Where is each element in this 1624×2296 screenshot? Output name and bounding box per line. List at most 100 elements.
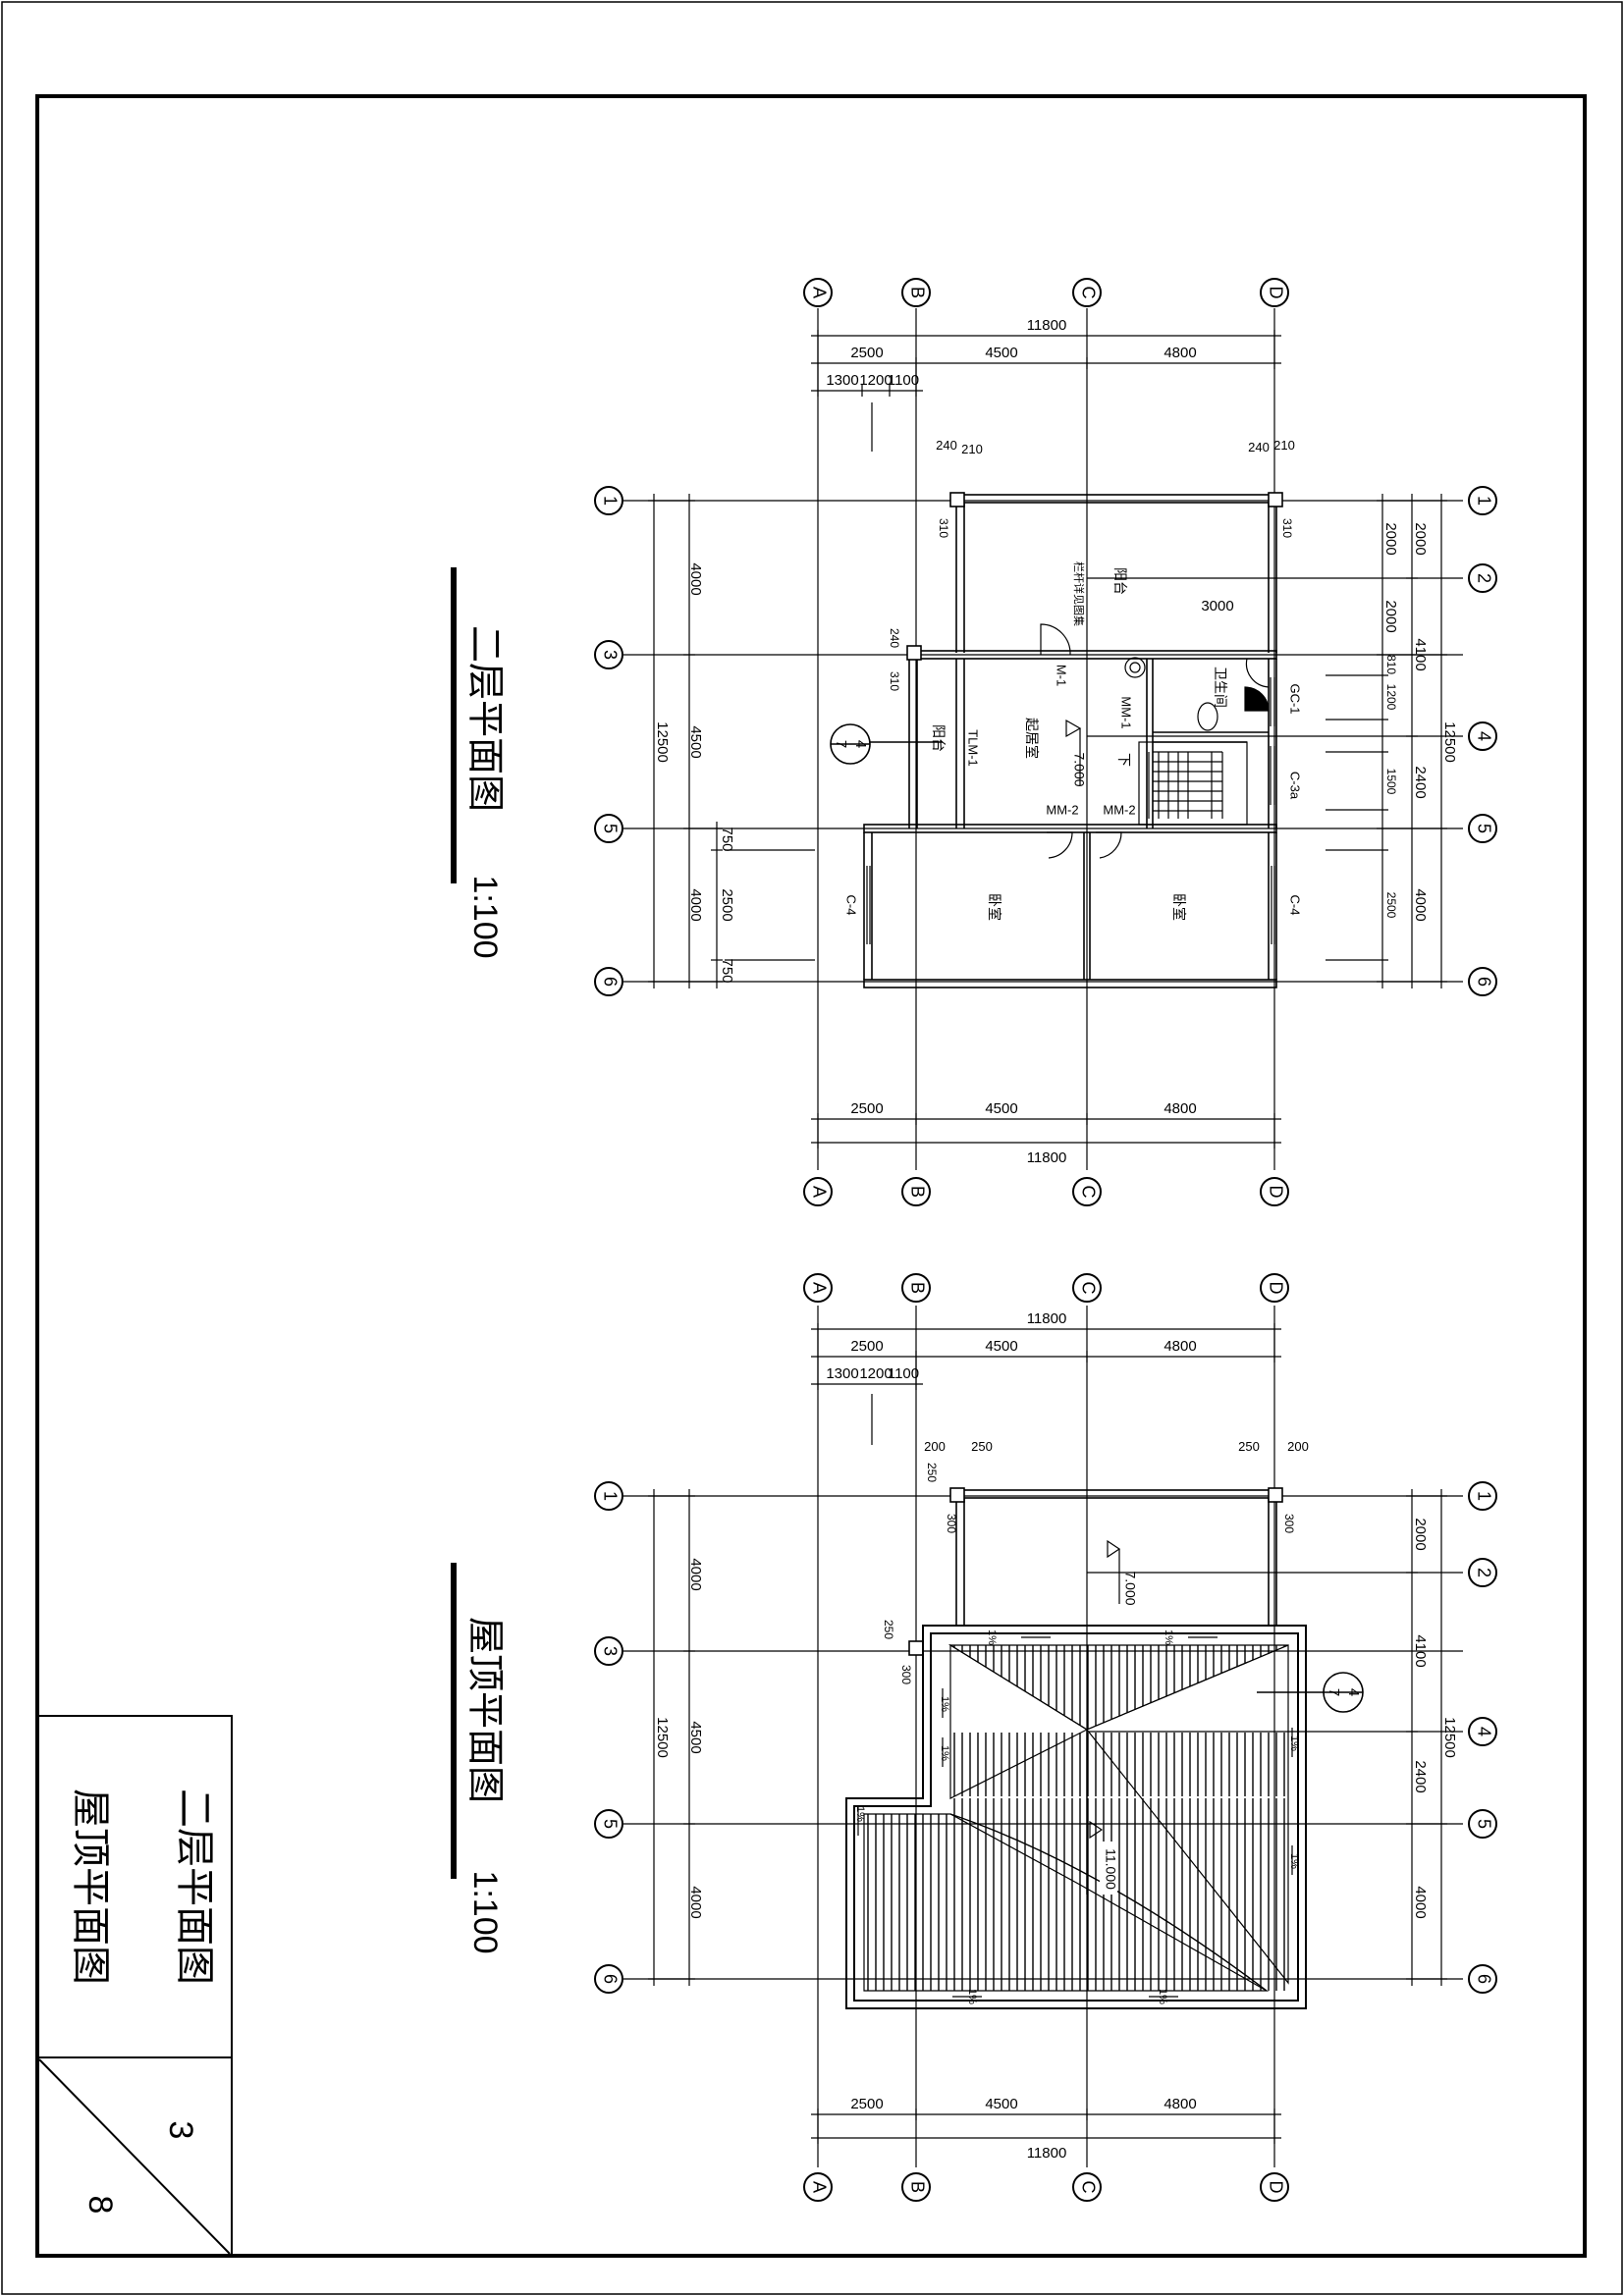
sheet-total: 8 (81, 2196, 119, 2215)
svg-text:4000: 4000 (687, 1886, 704, 1918)
svg-text:3: 3 (600, 1646, 620, 1656)
floor2-detail-callout (830, 723, 943, 765)
floor2-grid-bubbles (594, 278, 1497, 1206)
svg-text:11800: 11800 (1027, 2145, 1067, 2162)
svg-text:1200: 1200 (859, 1365, 892, 1382)
svg-text:D: D (1266, 287, 1285, 299)
svg-text:1300: 1300 (826, 1365, 858, 1382)
svg-text:2400: 2400 (1412, 766, 1429, 798)
room-living: 起居室 (1023, 718, 1040, 759)
svg-text:2500: 2500 (850, 345, 883, 361)
drawing-frame (35, 94, 1587, 2258)
svg-text:1%: 1% (854, 1806, 866, 1822)
svg-text:12500: 12500 (1441, 721, 1458, 763)
svg-text:MM-2: MM-2 (1103, 802, 1135, 817)
svg-text:2500: 2500 (850, 1100, 883, 1117)
plan-title-roof: 屋顶平面图 1:100 (451, 1563, 508, 1954)
svg-text:2000: 2000 (1412, 1518, 1429, 1550)
title-block: 二层平面图 屋顶平面图 3 8 (36, 1715, 233, 2257)
svg-text:11800: 11800 (1027, 1149, 1067, 1166)
svg-text:300: 300 (899, 1665, 913, 1684)
scale-roof: 1:100 (466, 1870, 504, 1953)
svg-text:D: D (1266, 1282, 1285, 1295)
svg-text:240: 240 (888, 628, 901, 648)
svg-text:12500: 12500 (1441, 1717, 1458, 1758)
svg-text:7: 7 (833, 740, 849, 748)
floor2-elevation: 7.000 (1071, 752, 1087, 786)
svg-text:2000: 2000 (1382, 600, 1399, 632)
svg-text:1200: 1200 (1384, 684, 1398, 711)
svg-text:4100: 4100 (1412, 638, 1429, 670)
svg-text:240: 240 (936, 438, 957, 453)
svg-text:4500: 4500 (985, 1100, 1017, 1117)
svg-text:4: 4 (1345, 1688, 1362, 1696)
svg-text:2000: 2000 (1382, 522, 1399, 555)
svg-text:2000: 2000 (1412, 522, 1429, 555)
svg-text:4800: 4800 (1164, 345, 1196, 361)
svg-text:1%: 1% (966, 1989, 978, 2004)
svg-text:310: 310 (888, 671, 901, 691)
svg-text:A: A (809, 1186, 829, 1198)
svg-text:C-4: C-4 (1288, 895, 1303, 916)
svg-text:1%: 1% (1288, 1735, 1300, 1751)
svg-text:1%: 1% (986, 1629, 998, 1645)
room-balcony: 阳台 (1111, 567, 1127, 595)
svg-text:1: 1 (600, 1491, 620, 1501)
svg-text:310: 310 (1280, 518, 1294, 538)
svg-text:7: 7 (1326, 1688, 1342, 1696)
svg-text:3000: 3000 (1201, 598, 1233, 614)
svg-text:250: 250 (925, 1463, 939, 1482)
svg-text:B: B (907, 1282, 927, 1294)
svg-text:A: A (809, 1282, 829, 1294)
svg-text:4000: 4000 (1412, 888, 1429, 921)
svg-text:5: 5 (1474, 1819, 1493, 1829)
title-block-line1: 二层平面图 (172, 1789, 217, 1985)
svg-text:1200: 1200 (859, 372, 892, 389)
svg-text:4500: 4500 (687, 1721, 704, 1753)
svg-text:210: 210 (961, 442, 983, 456)
svg-text:4800: 4800 (1164, 1100, 1196, 1117)
svg-text:1300: 1300 (826, 372, 858, 389)
floor2-plan: A B C D A B C D 1 3 5 6 1 2 4 5 6 (594, 278, 1497, 1206)
roof-plan: A B C D A B C D 1 3 5 6 1 2 4 5 6 (594, 1273, 1497, 2202)
svg-text:11800: 11800 (1027, 1310, 1067, 1327)
svg-text:5: 5 (600, 824, 620, 833)
svg-text:12500: 12500 (654, 1717, 671, 1758)
svg-text:6: 6 (600, 977, 620, 987)
svg-text:B: B (907, 2181, 927, 2193)
railing-note: 栏杆详见图集 (1072, 561, 1086, 626)
sheet-number: 3 (162, 2121, 199, 2140)
svg-text:2500: 2500 (1384, 892, 1398, 919)
svg-text:1%: 1% (1157, 1989, 1168, 2004)
svg-text:1500: 1500 (1384, 769, 1398, 795)
svg-text:750: 750 (719, 827, 735, 851)
svg-text:4000: 4000 (687, 888, 704, 921)
svg-text:200: 200 (924, 1439, 946, 1454)
svg-text:250: 250 (971, 1439, 993, 1454)
svg-text:TLM-1: TLM-1 (966, 729, 981, 767)
room-bedroom-1: 卧室 (986, 893, 1002, 921)
svg-text:4800: 4800 (1164, 1338, 1196, 1355)
svg-text:240: 240 (1248, 440, 1270, 454)
svg-text:6: 6 (1474, 1974, 1493, 1984)
svg-text:二层平面图: 二层平面图 (464, 625, 508, 812)
svg-text:2400: 2400 (1412, 1760, 1429, 1792)
svg-text:200: 200 (1287, 1439, 1309, 1454)
svg-text:5: 5 (600, 1819, 620, 1829)
svg-text:300: 300 (945, 1514, 958, 1533)
svg-text:6: 6 (1474, 977, 1493, 987)
svg-text:1100: 1100 (888, 372, 919, 389)
roof-detail-callout (1257, 1672, 1364, 1713)
svg-text:810: 810 (1384, 655, 1398, 674)
svg-text:4100: 4100 (1412, 1634, 1429, 1667)
svg-text:C-3a: C-3a (1288, 772, 1303, 800)
roof-hatch (863, 1643, 1289, 1992)
svg-text:4000: 4000 (687, 1558, 704, 1590)
scale-floor2: 1:100 (466, 875, 504, 958)
svg-text:2: 2 (1474, 573, 1493, 583)
svg-text:1: 1 (1474, 1491, 1493, 1501)
svg-text:GC-1: GC-1 (1288, 683, 1303, 714)
svg-text:1%: 1% (939, 1745, 950, 1761)
